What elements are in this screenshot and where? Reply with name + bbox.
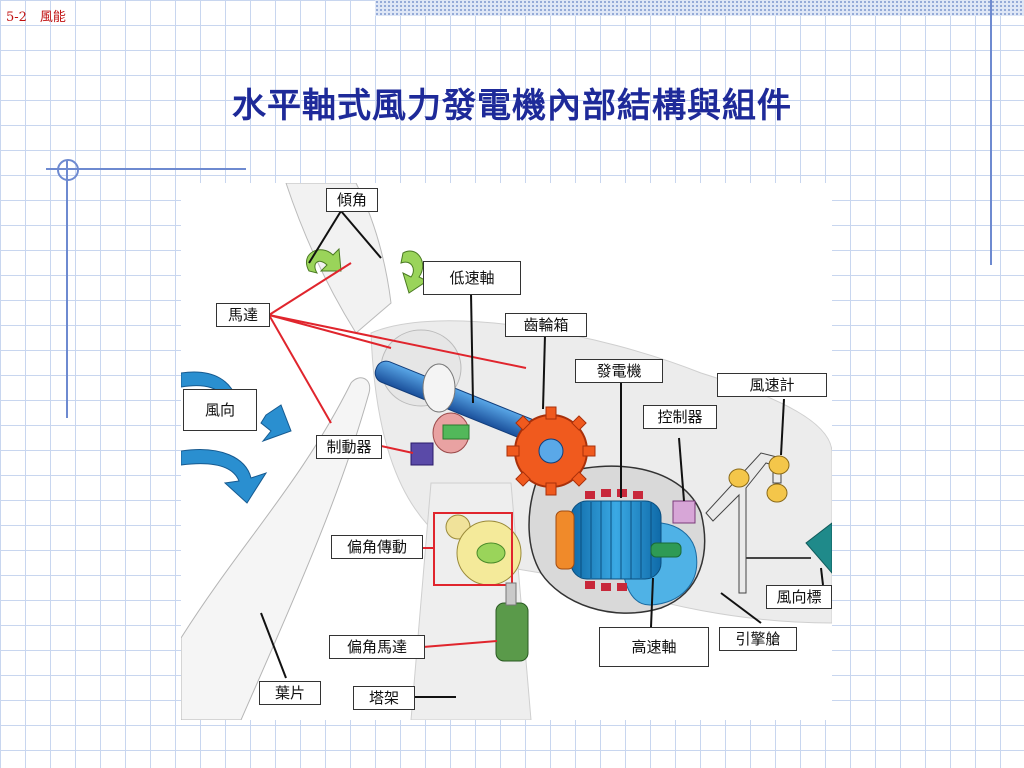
label-wind-direction: 風向 [183, 389, 257, 431]
brake-green-collar [442, 424, 470, 440]
black-pointer-lines [260, 210, 824, 698]
label-anemometer: 風速計 [717, 373, 827, 397]
yaw-drive-hub [476, 542, 506, 564]
label-yaw-drive: 偏角傳動 [331, 535, 423, 559]
label-wind-vane: 風向標 [766, 585, 832, 609]
label-gearbox: 齒輪箱 [505, 313, 587, 337]
generator-end-cap [555, 510, 575, 570]
front-blade-shape [181, 377, 371, 720]
generator-body [570, 500, 662, 580]
label-nacelle: 引擎艙 [719, 627, 797, 651]
decorative-vertical-line-right [990, 0, 992, 265]
slide-title: 水平軸式風力發電機內部結構與組件 [232, 86, 792, 126]
decorative-horizontal-line [46, 168, 246, 170]
generator-stripes [580, 501, 652, 579]
label-controller: 控制器 [643, 405, 717, 429]
gearbox-gear [506, 406, 596, 496]
wind-arrow-lower [181, 449, 268, 504]
tilt-arrow-left [306, 247, 342, 274]
wind-vane-fin [805, 522, 832, 574]
label-high-speed-shaft: 高速軸 [599, 627, 709, 667]
decorative-vertical-line-left [66, 160, 68, 418]
section-label: 5-2 風能 [6, 10, 66, 25]
shaft-bearing [422, 363, 456, 413]
tilt-arrow-right [400, 250, 428, 294]
controller-box [672, 500, 696, 524]
anemometer-cup-left [728, 468, 750, 488]
label-yaw-motor: 偏角馬達 [329, 635, 425, 659]
wind-arrow-right [260, 404, 292, 443]
label-generator: 發電機 [575, 359, 663, 383]
yaw-motor-shaft [505, 582, 517, 606]
high-speed-shaft-rod [650, 542, 682, 558]
anemometer-cup-front [766, 483, 788, 503]
red-pointer-lines [268, 262, 527, 648]
anemometer-cup-right [768, 455, 790, 475]
label-brake: 制動器 [316, 435, 382, 459]
wind-turbine-diagram: 傾角 馬達 低速軸 齒輪箱 發電機 風速計 風向 控制器 制動器 偏角傳動 風向… [181, 183, 832, 720]
label-tilt: 傾角 [326, 188, 378, 212]
yaw-motor-body [495, 602, 529, 662]
brake-motor-block [410, 442, 434, 466]
wind-turbine-illustration [181, 183, 832, 720]
decorative-circle-mark [57, 159, 79, 181]
label-low-speed-shaft: 低速軸 [423, 261, 521, 295]
label-tower: 塔架 [353, 686, 415, 710]
label-motor: 馬達 [216, 303, 270, 327]
header-dotted-band [375, 0, 1024, 16]
label-blade: 葉片 [259, 681, 321, 705]
